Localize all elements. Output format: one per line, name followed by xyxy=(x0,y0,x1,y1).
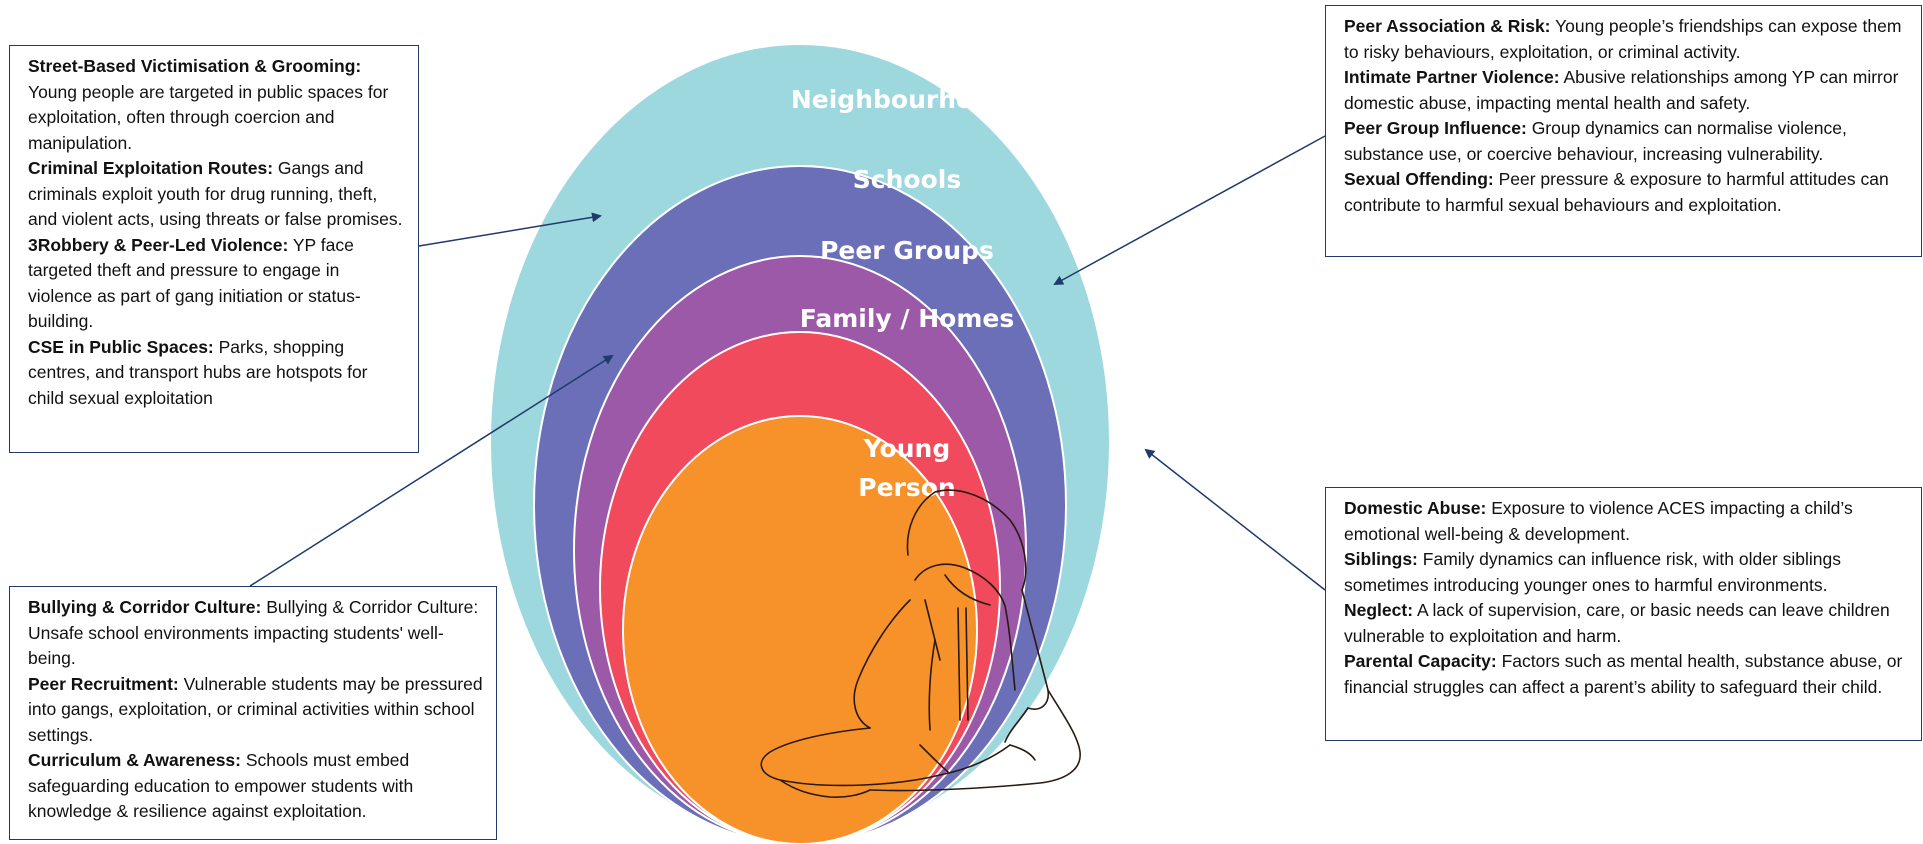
item-title: Sexual Offending: xyxy=(1344,169,1494,189)
peer-groups-arrow xyxy=(1053,135,1326,285)
item-title: Neglect: xyxy=(1344,600,1414,620)
neighbourhoods-item: CSE in Public Spaces: Parks, shopping ce… xyxy=(28,335,406,412)
peer-groups-label: Peer Groups xyxy=(820,236,994,265)
item-text: Factors such as mental health, substance… xyxy=(1344,651,1903,697)
item-title: CSE in Public Spaces: xyxy=(28,336,214,357)
peer-groups-item: Peer Group Influence: Group dynamics can… xyxy=(1344,116,1909,167)
family-homes-label: Family / Homes xyxy=(800,304,1015,333)
item-text: Group dynamics can normalise violence, s… xyxy=(1344,118,1847,164)
item-title: Peer Recruitment: xyxy=(28,673,179,694)
family-homes-arrow xyxy=(1144,448,1326,591)
item-text: Exposure to violence ACES impacting a ch… xyxy=(1344,498,1853,544)
schools-label: Schools xyxy=(853,165,961,194)
schools-item: Bullying & Corridor Culture: Bullying & … xyxy=(28,595,484,672)
item-title: Domestic Abuse: xyxy=(1344,498,1487,518)
neighbourhoods-label: Neighbourhoods xyxy=(791,85,1023,114)
item-title: Criminal Exploitation Routes: xyxy=(28,158,274,178)
neighbourhoods-risks-box: Street-Based Victimisation & Grooming: Y… xyxy=(9,45,419,453)
item-text: Parks, shopping centres, and transport h… xyxy=(28,336,368,408)
neighbourhoods-item: 3Robbery & Peer-Led Violence: YP face ta… xyxy=(28,233,406,335)
item-text: Family dynamics can influence risk, with… xyxy=(1344,549,1841,595)
item-title: Street-Based Victimisation & Grooming: xyxy=(28,56,362,76)
peer-groups-risks-box: Peer Association & Risk: Young people’s … xyxy=(1325,5,1922,257)
item-text: Bullying & Corridor Culture: Unsafe scho… xyxy=(28,597,479,668)
young-person-label-line2: Person xyxy=(858,473,955,502)
family-homes-item: Siblings: Family dynamics can influence … xyxy=(1344,547,1909,598)
item-title: Intimate Partner Violence: xyxy=(1344,67,1560,87)
peer-groups-item: Peer Association & Risk: Young people’s … xyxy=(1344,14,1909,65)
item-title: Peer Association & Risk: xyxy=(1344,16,1551,36)
item-title: Parental Capacity: xyxy=(1344,651,1497,671)
peer-groups-item: Intimate Partner Violence: Abusive relat… xyxy=(1344,65,1909,116)
schools-item: Curriculum & Awareness: Schools must emb… xyxy=(28,748,484,825)
hooded-young-person-illustration xyxy=(760,489,1081,798)
family-homes-item: Parental Capacity: Factors such as menta… xyxy=(1344,649,1909,700)
young-person-ring xyxy=(622,415,978,844)
family-homes-item: Neglect: A lack of supervision, care, or… xyxy=(1344,598,1909,649)
neighbourhoods-arrow xyxy=(418,212,602,247)
family-homes-risks-box: Domestic Abuse: Exposure to violence ACE… xyxy=(1325,487,1922,741)
item-title: Peer Group Influence: xyxy=(1344,118,1527,138)
young-person-label-line1: Young xyxy=(863,434,950,463)
item-title: Curriculum & Awareness: xyxy=(28,750,241,770)
neighbourhoods-item: Criminal Exploitation Routes: Gangs and … xyxy=(28,156,406,233)
schools-risks-box: Bullying & Corridor Culture: Bullying & … xyxy=(9,586,497,840)
family-homes-item: Domestic Abuse: Exposure to violence ACE… xyxy=(1344,496,1909,547)
schools-arrow xyxy=(249,354,614,587)
item-text: Peer pressure & exposure to harmful atti… xyxy=(1344,169,1889,215)
item-text: Vulnerable students may be pressured int… xyxy=(28,673,483,745)
item-text: Young people’s friendships can expose th… xyxy=(1344,16,1902,62)
schools-item: Peer Recruitment: Vulnerable students ma… xyxy=(28,672,484,749)
item-title: 3Robbery & Peer-Led Violence: xyxy=(28,234,289,255)
neighbourhoods-item: Street-Based Victimisation & Grooming: Y… xyxy=(28,54,406,156)
item-text: Abusive relationships among YP can mirro… xyxy=(1344,67,1899,113)
item-title: Siblings: xyxy=(1344,549,1418,569)
item-text: Young people are targeted in public spac… xyxy=(28,81,389,153)
item-title: Bullying & Corridor Culture: xyxy=(28,597,262,617)
item-text: Schools must embed safeguarding educatio… xyxy=(28,750,414,821)
peer-groups-item: Sexual Offending: Peer pressure & exposu… xyxy=(1344,167,1909,218)
item-text: Gangs and criminals exploit youth for dr… xyxy=(28,158,403,229)
item-text: YP face targeted theft and pressure to e… xyxy=(28,234,361,332)
item-text: A lack of supervision, care, or basic ne… xyxy=(1344,600,1890,646)
